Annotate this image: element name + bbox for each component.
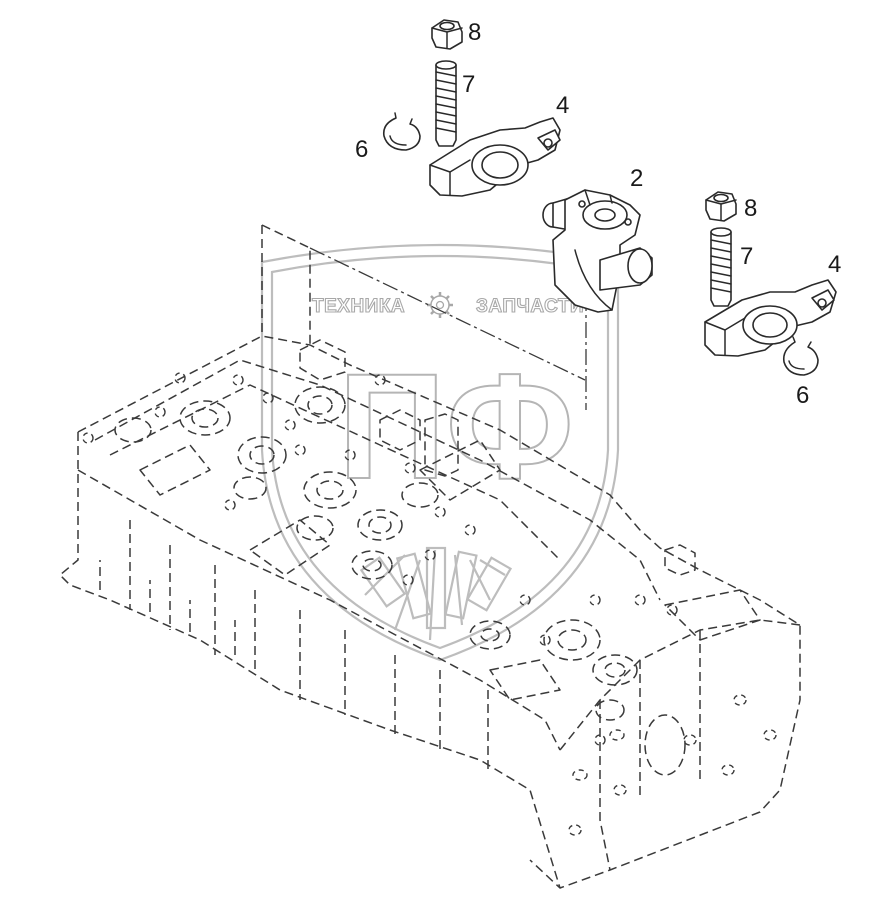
part-4-rocker-lower: [704, 279, 837, 357]
watermark-text-right: ЗАПЧАСТИ: [476, 296, 584, 317]
part-8-nut-lower: [705, 191, 737, 222]
part-8-nut-upper: [431, 19, 463, 50]
part-2-bracket: [542, 189, 653, 313]
watermark-letters: ПФ: [338, 342, 574, 510]
watermark: ТЕХНИКА ЗАПЧАСТИ ПФ: [260, 243, 620, 662]
part-6-circlip-upper: [382, 112, 421, 151]
gear-icon: [427, 292, 453, 318]
part-7-screw-lower: [710, 227, 732, 307]
callouts: 8 7 6 4 2 8 7 4 6: [355, 19, 841, 409]
callout-4-lower: 4: [828, 251, 841, 278]
assembly-axes: [309, 247, 587, 410]
callout-2: 2: [630, 165, 643, 192]
callout-6-upper: 6: [355, 136, 368, 163]
callout-7-upper: 7: [462, 71, 475, 98]
watermark-shield: [260, 243, 620, 662]
callout-7-lower: 7: [740, 243, 753, 270]
callout-8-lower: 8: [744, 195, 757, 222]
callout-8-upper: 8: [468, 19, 481, 46]
callout-6-lower: 6: [796, 382, 809, 409]
part-7-screw-upper: [435, 60, 457, 147]
part-4-rocker-upper: [429, 117, 561, 197]
part-6-circlip-lower: [782, 336, 819, 376]
watermark-text-left: ТЕХНИКА: [312, 296, 405, 317]
callout-4-upper: 4: [556, 92, 569, 119]
cylinder-head: [59, 224, 801, 889]
wheat-emblem: [359, 546, 513, 641]
